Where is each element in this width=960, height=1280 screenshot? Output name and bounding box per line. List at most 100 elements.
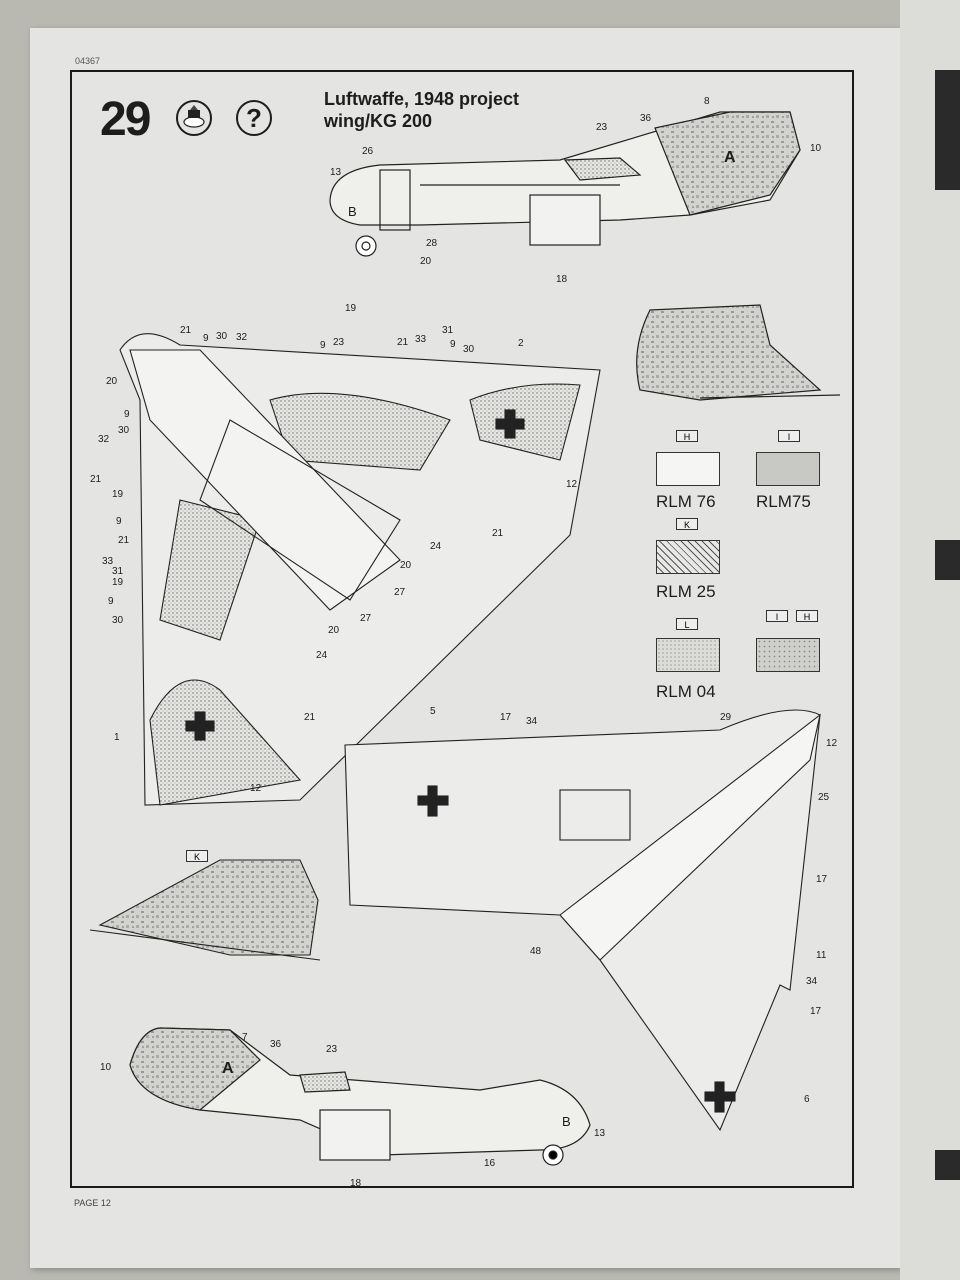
callout: 30 xyxy=(463,344,475,355)
paint-label: RLM75 xyxy=(756,492,811,511)
callout: 13 xyxy=(594,1128,606,1139)
tail-view-left xyxy=(89,859,321,961)
callout: 26 xyxy=(362,146,374,157)
callout: 19 xyxy=(112,489,124,500)
plan-view-left xyxy=(119,333,601,806)
paint-label: RLM 25 xyxy=(656,582,716,601)
callout: 8 xyxy=(704,96,710,107)
callout: 9 xyxy=(108,596,114,607)
page-number: PAGE 12 xyxy=(74,1198,111,1208)
balkenkreuz-icon xyxy=(185,409,525,741)
tail-view-top-right xyxy=(636,304,841,401)
callout: 21 xyxy=(397,337,409,348)
callout: B xyxy=(348,204,357,219)
step-title: Luftwaffe, 1948 project wing/KG 200 xyxy=(324,88,519,132)
callout: 16 xyxy=(484,1158,496,1169)
paint-swatch-rlm04 xyxy=(656,638,720,672)
callout: A xyxy=(222,1060,234,1077)
callout: 32 xyxy=(236,332,248,343)
callout: 21 xyxy=(90,474,102,485)
callout: 20 xyxy=(106,376,118,387)
callout: 19 xyxy=(112,577,124,588)
callout: 9 xyxy=(124,409,130,420)
callout: 9 xyxy=(116,516,122,527)
callout: 18 xyxy=(556,274,568,285)
adjacent-page-bar xyxy=(935,70,960,190)
side-view-bottom xyxy=(129,1027,591,1166)
paint-brush-icon xyxy=(176,100,212,136)
callout: 11 xyxy=(816,950,827,961)
callout: 31 xyxy=(112,566,124,577)
adjacent-page-bar xyxy=(935,540,960,580)
paint-code-tag: K xyxy=(676,518,698,530)
callout: 21 xyxy=(492,528,504,539)
callout: 18 xyxy=(350,1178,362,1189)
balkenkreuz-icon xyxy=(417,785,736,1113)
callout: 21 xyxy=(118,535,130,546)
callout: 30 xyxy=(216,331,228,342)
callout: 33 xyxy=(102,556,114,567)
callout: 24 xyxy=(316,650,328,661)
sheet-code: 04367 xyxy=(75,56,101,66)
callout: 17 xyxy=(816,874,828,885)
callout: A xyxy=(724,149,736,166)
callout: 27 xyxy=(394,587,406,598)
step-number: 29 xyxy=(100,93,151,146)
callout: 29 xyxy=(720,712,732,723)
callout: 12 xyxy=(250,783,262,794)
callout: 34 xyxy=(806,976,818,987)
callout: 25 xyxy=(818,792,830,803)
paint-swatch-rlm76 xyxy=(656,452,720,486)
paint-label: RLM 76 xyxy=(656,492,716,511)
callout: 10 xyxy=(810,143,822,154)
callout: 12 xyxy=(826,738,838,749)
callout: 17 xyxy=(500,712,512,723)
title-line-2: wing/KG 200 xyxy=(324,111,433,131)
callout: 36 xyxy=(640,113,652,124)
callout: 30 xyxy=(118,425,130,436)
plan-view-right xyxy=(344,709,821,1132)
adjacent-page-bar xyxy=(935,1150,960,1180)
callout: 23 xyxy=(596,122,608,133)
callout: 7 xyxy=(242,1032,248,1043)
callout: 34 xyxy=(526,716,538,727)
callout: 5 xyxy=(430,706,436,717)
step-frame xyxy=(70,70,854,1188)
callout: 27 xyxy=(360,613,372,624)
callout: 9 xyxy=(450,339,456,350)
callout: 23 xyxy=(333,337,345,348)
paint-code-tag: I xyxy=(766,610,788,622)
callout: 20 xyxy=(420,256,432,267)
callout: 21 xyxy=(180,325,192,336)
callout: 9 xyxy=(320,340,326,351)
paint-swatch-rlm75 xyxy=(756,452,820,486)
callout: 17 xyxy=(810,1006,822,1017)
callout: 2 xyxy=(518,338,524,349)
callout: 12 xyxy=(566,479,578,490)
paint-code-tag: I xyxy=(778,430,800,442)
callout: 30 xyxy=(112,615,124,626)
callout: 13 xyxy=(330,167,342,178)
callout: 1 xyxy=(114,732,120,743)
callout: 9 xyxy=(203,333,209,344)
title-line-1: Luftwaffe, 1948 project xyxy=(324,89,520,109)
paint-swatch-rlm25 xyxy=(656,540,720,574)
callout: 32 xyxy=(98,434,110,445)
callout: 48 xyxy=(530,946,542,957)
paint-code-tag: K xyxy=(186,850,208,862)
callout: 31 xyxy=(442,325,454,336)
callout: 23 xyxy=(326,1044,338,1055)
callout: B xyxy=(562,1114,571,1129)
callout: 21 xyxy=(304,712,316,723)
callout: 20 xyxy=(328,625,340,636)
callout: 19 xyxy=(345,303,357,314)
help-icon: ? xyxy=(236,100,272,136)
paint-code-tag: H xyxy=(676,430,698,442)
callout: 36 xyxy=(270,1039,282,1050)
paint-code-tag: H xyxy=(796,610,818,622)
callout: 10 xyxy=(100,1062,112,1073)
paint-swatch-camo-mix xyxy=(756,638,820,672)
callout: 33 xyxy=(415,334,427,345)
callout: 6 xyxy=(804,1094,810,1105)
callout: 20 xyxy=(400,560,412,571)
